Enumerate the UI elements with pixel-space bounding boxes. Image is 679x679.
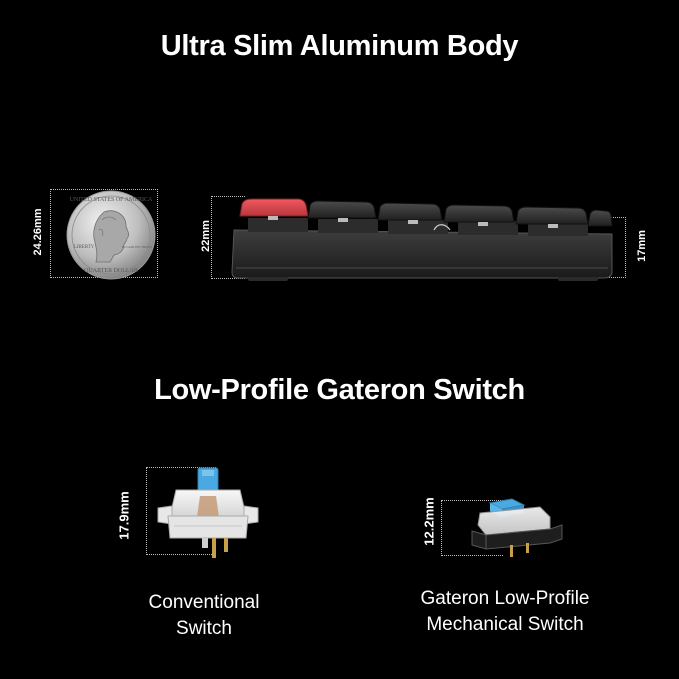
conventional-switch-image bbox=[157, 467, 259, 558]
keyboard-side-profile-image bbox=[231, 198, 613, 281]
quarter-coin-image: UNITED STATES OF AMERICA LIBERTY IN GOD … bbox=[66, 190, 156, 280]
coin-text-bottom: QUARTER DOLLAR bbox=[84, 268, 138, 274]
conventional-caption-line2: Switch bbox=[176, 618, 232, 639]
conventional-caption-line1: Conventional bbox=[148, 592, 260, 613]
keyboard-front-height-label: 22mm bbox=[200, 220, 212, 252]
coin-text-left: LIBERTY bbox=[74, 245, 95, 250]
coin-text-right: IN GOD WE TRUST bbox=[122, 245, 153, 249]
conventional-switch-dimension-box bbox=[146, 467, 216, 555]
coin-height-label: 24.26mm bbox=[32, 208, 44, 256]
low-profile-caption-line2: Mechanical Switch bbox=[426, 614, 584, 635]
low-profile-caption-line1: Gateron Low-Profile bbox=[420, 588, 590, 609]
conventional-switch-height-label: 17.9mm bbox=[116, 491, 132, 540]
keyboard-front-dimension bbox=[211, 196, 245, 279]
low-profile-switch-image bbox=[471, 498, 563, 557]
low-profile-switch-height-label: 12.2mm bbox=[421, 497, 437, 546]
low-profile-switch-caption: Gateron Low-Profile Mechanical Switch bbox=[380, 586, 630, 638]
heading-low-profile: Low-Profile Gateron Switch bbox=[154, 374, 525, 406]
keyboard-rear-height-label: 17mm bbox=[636, 230, 648, 262]
coin-text-top: UNITED STATES OF AMERICA bbox=[70, 197, 153, 203]
heading-ultra-slim: Ultra Slim Aluminum Body bbox=[160, 30, 519, 62]
low-profile-switch-dimension-box bbox=[441, 500, 503, 556]
conventional-switch-caption: Conventional Switch bbox=[104, 590, 304, 642]
